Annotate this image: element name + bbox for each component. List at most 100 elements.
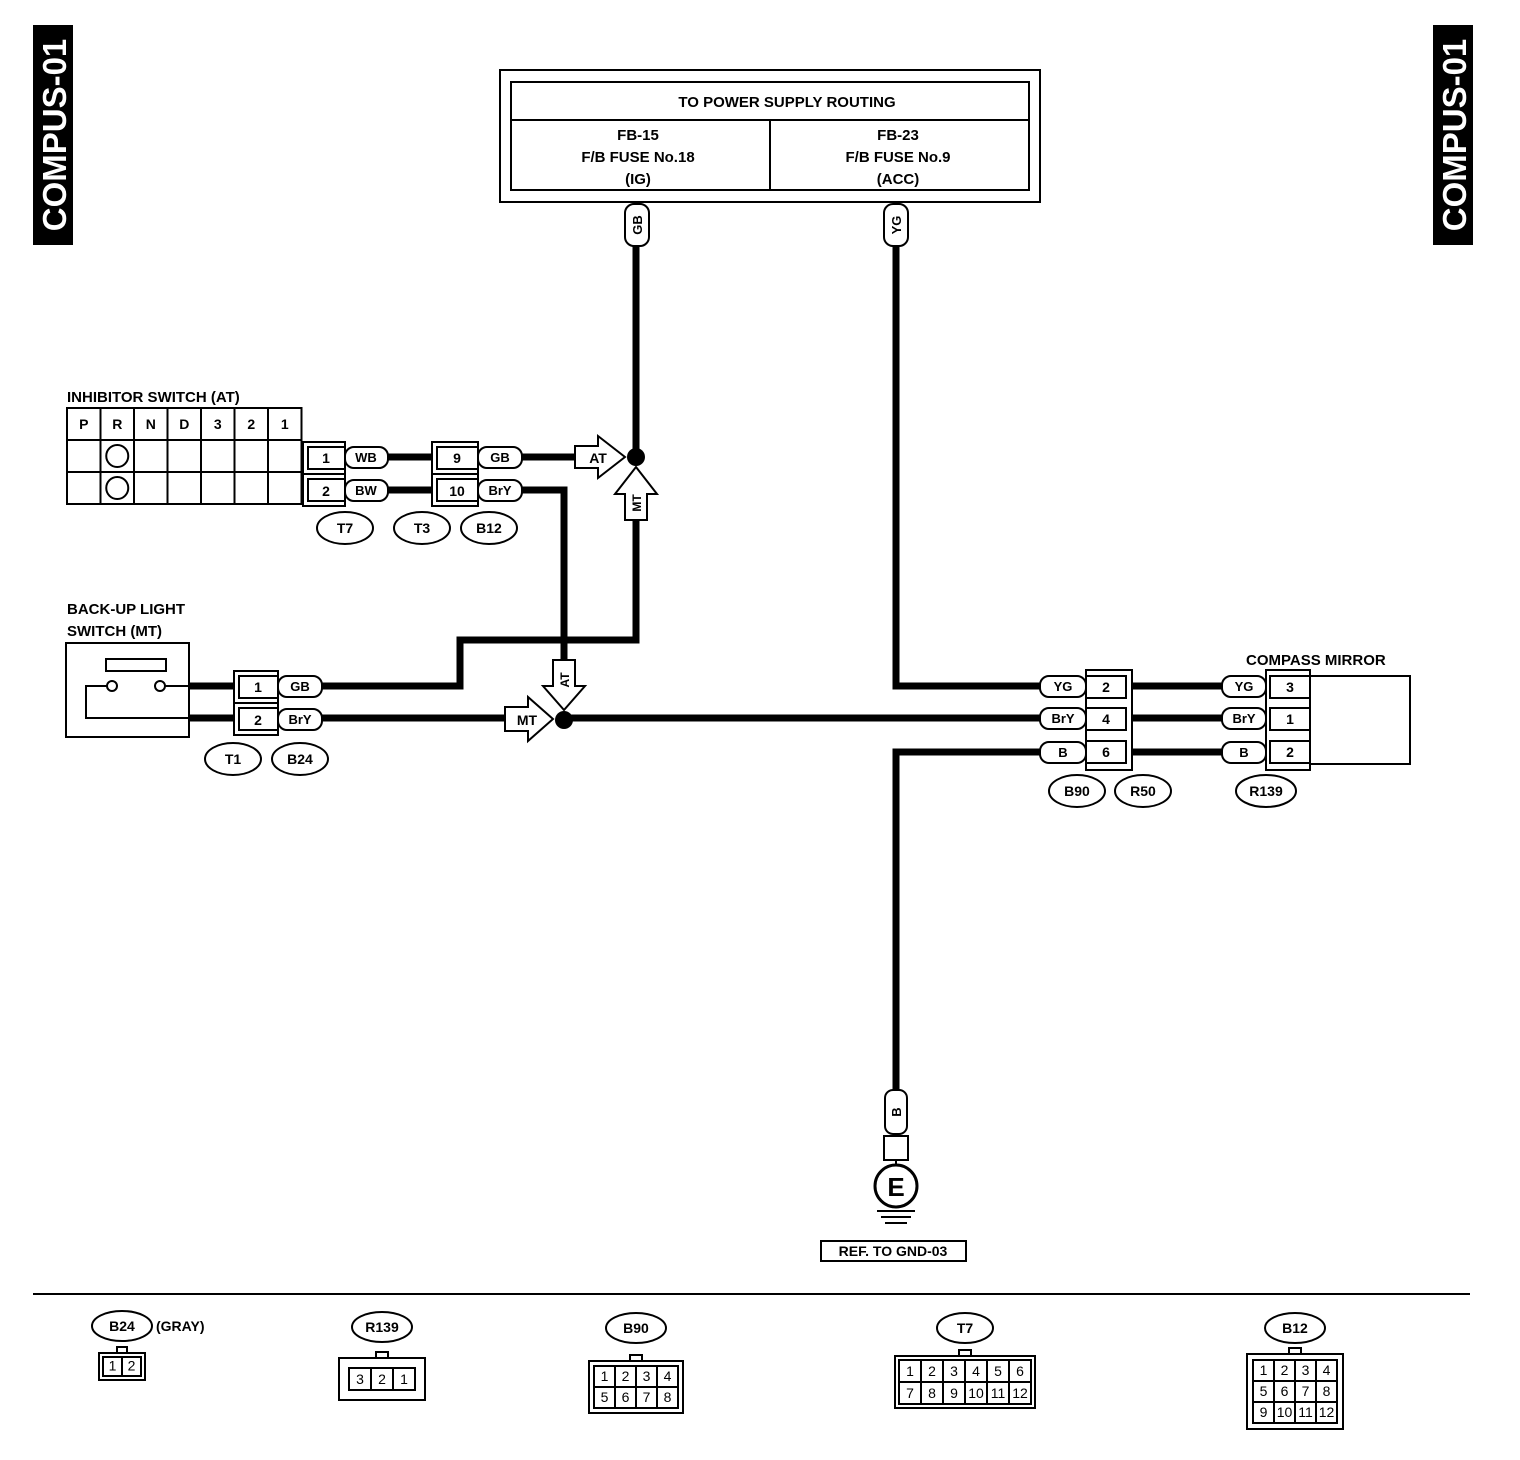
fb23-label: FB-23 (877, 127, 919, 144)
legend-t7-pin: 2 (928, 1363, 936, 1379)
wire-tag-gb-top: GB (624, 203, 650, 247)
legend-b12-pin: 10 (1277, 1404, 1293, 1420)
legend-b12-pin: 9 (1260, 1404, 1268, 1420)
legend-r139-pin: 1 (400, 1371, 408, 1387)
wire-tag-gb-b12-label: GB (490, 450, 510, 465)
legend-b90-pin: 7 (643, 1389, 651, 1405)
legend-b90-pin: 1 (601, 1368, 609, 1384)
legend-r139-pin: 2 (378, 1371, 386, 1387)
arrow-at-mid: AT (540, 659, 588, 712)
legend-r139-face (338, 1357, 426, 1401)
legend-t7-pin: 6 (1016, 1363, 1024, 1379)
r139-pin-3: 3 (1286, 679, 1294, 695)
connector-id-r50-label: R50 (1130, 783, 1156, 799)
inhibitor-position-1: 1 (281, 416, 289, 432)
b90-pin-6: 6 (1102, 744, 1110, 760)
fuse9-label: F/B FUSE No.9 (845, 149, 950, 166)
inhibitor-position-r: R (112, 416, 122, 432)
backup-title-line2: SWITCH (MT) (67, 623, 162, 640)
power-supply-box: TO POWER SUPPLY ROUTING FB-15 F/B FUSE N… (499, 69, 1041, 203)
legend-b90-pin: 4 (664, 1368, 672, 1384)
wire-tag-bry-b24-label: BrY (288, 712, 311, 727)
wire-tag-gb-b24: GB (277, 675, 323, 698)
legend-t7-name: T7 (957, 1320, 974, 1336)
connector-id-b90-label: B90 (1064, 783, 1090, 799)
connector-b90: 2 4 6 (1085, 669, 1133, 771)
connector-t7: 1 2 (302, 441, 346, 507)
inhibitor-position-d: D (179, 416, 189, 432)
b12-pin-10: 10 (449, 483, 465, 499)
legend-b12: B12 (1264, 1312, 1326, 1344)
wire-tag-gb-top-label: GB (630, 215, 645, 235)
compass-mirror-title: COMPASS MIRROR (1246, 652, 1386, 669)
connector-id-t1-label: T1 (225, 751, 242, 767)
r139-pin-2: 2 (1286, 744, 1294, 760)
arrow-at-top-label: AT (589, 450, 607, 466)
ground-symbol-label: E (887, 1172, 904, 1202)
legend-b12-pin: 2 (1281, 1362, 1289, 1378)
inhibitor-grid: P R N D 3 2 1 (66, 407, 303, 505)
power-supply-title: TO POWER SUPPLY ROUTING (678, 94, 895, 111)
wire-tag-yg-r139-label: YG (1235, 679, 1254, 694)
legend-b24-pin: 2 (128, 1358, 136, 1374)
legend-b24-name: B24 (109, 1318, 135, 1334)
wire-tag-b-r139: B (1221, 741, 1267, 764)
wire-tag-bw-label: BW (355, 483, 377, 498)
fb15-label: FB-15 (617, 127, 659, 144)
connector-id-b12-label: B12 (476, 520, 502, 536)
legend-t7-pin: 11 (991, 1385, 1006, 1401)
legend-t7-pin: 3 (950, 1363, 958, 1379)
legend-t7-pin: 12 (1012, 1385, 1028, 1401)
legend-b12-name: B12 (1282, 1320, 1308, 1336)
backup-light-switch: BACK-UP LIGHT SWITCH (MT) (65, 601, 190, 738)
inhibitor-position-3: 3 (214, 416, 222, 432)
wire-tag-bry-r139: BrY (1221, 707, 1267, 730)
b24-pin-1: 1 (254, 679, 262, 695)
legend-t7: T7 (936, 1312, 994, 1344)
wire-tag-yg-r139: YG (1221, 675, 1267, 698)
inhibitor-switch-title: INHIBITOR SWITCH (AT) (67, 389, 240, 406)
side-tab-left-label: COMPUS-01 (36, 39, 73, 232)
wire-tag-bry-r139-label: BrY (1232, 711, 1255, 726)
legend-b24-pin: 1 (109, 1358, 117, 1374)
arrow-mt-top-label: MT (630, 494, 644, 512)
wire-tag-gb-b12: GB (477, 446, 523, 469)
arrow-mt-mid-label: MT (517, 712, 538, 728)
legend-b12-pin: 5 (1260, 1383, 1268, 1399)
connector-id-t3: T3 (393, 511, 451, 545)
t7-pin-2: 2 (322, 483, 330, 499)
inhibitor-position-n: N (146, 416, 156, 432)
ground: B E REF. TO GND-03 (820, 1089, 967, 1262)
ig-label: (IG) (625, 171, 651, 188)
legend-b90-pin: 6 (622, 1389, 630, 1405)
legend-b24: B24 (GRAY) (91, 1310, 205, 1342)
t7-pin-1: 1 (322, 450, 330, 466)
connector-id-t3-label: T3 (414, 520, 431, 536)
connector-id-t7-label: T7 (337, 520, 354, 536)
ground-ref-label: REF. TO GND-03 (839, 1243, 948, 1259)
arrow-at-top: AT (574, 433, 627, 481)
wire-tag-bry-b12-label: BrY (488, 483, 511, 498)
inhibitor-position-p: P (79, 416, 88, 432)
inhibitor-position-2: 2 (247, 416, 255, 432)
legend-t7-pin: 1 (906, 1363, 914, 1379)
legend-b90-name: B90 (623, 1320, 649, 1336)
side-tab-right: COMPUS-01 (1433, 25, 1473, 245)
inhibitor-contact-r-2 (105, 476, 130, 500)
connector-id-b12: B12 (460, 511, 518, 545)
connector-id-b90: B90 (1048, 774, 1106, 808)
side-tab-left: COMPUS-01 (33, 25, 73, 245)
arrow-mt-mid: MT (504, 694, 555, 744)
backup-title-line1: BACK-UP LIGHT (67, 601, 185, 618)
wire-tag-yg-b90: YG (1039, 675, 1087, 698)
wire-tag-b-b90-label: B (1058, 745, 1067, 760)
wire-tag-yg-b90-label: YG (1054, 679, 1073, 694)
connector-id-b24: B24 (271, 742, 329, 776)
wire-tag-bry-b90: BrY (1039, 707, 1087, 730)
legend-b90-pin: 5 (601, 1389, 609, 1405)
legend-t7-pin: 5 (994, 1363, 1002, 1379)
legend-b12-pin: 11 (1298, 1404, 1313, 1420)
wire-tag-wb: WB (344, 446, 389, 469)
wire-tag-bry-b12: BrY (477, 479, 523, 502)
wire-tag-wb-label: WB (355, 450, 377, 465)
